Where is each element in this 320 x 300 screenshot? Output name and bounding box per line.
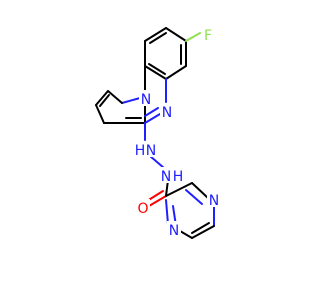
label-background: [201, 26, 215, 42]
bond-carbonyl: [148, 195, 167, 207]
label-background: [139, 90, 153, 106]
bond: [107, 90, 123, 104]
label-background: [160, 103, 174, 119]
label-background: [160, 167, 186, 183]
pyrazine-n-bottom-label: N: [169, 223, 179, 239]
bond: [165, 199, 169, 225]
bond: [149, 32, 167, 44]
bond-fluorine: [185, 32, 201, 42]
bond: [191, 225, 215, 239]
bond: [165, 65, 187, 80]
atom-labels: F N N H N N H O N N: [134, 26, 221, 239]
hydrazine-n-label: N: [146, 143, 156, 159]
bond: [144, 107, 159, 117]
amide-n-label: N: [161, 169, 171, 185]
bond: [179, 230, 193, 239]
nitrogen-pyrrole-label: N: [141, 92, 151, 108]
label-background: [207, 191, 221, 207]
fluorine-label: F: [204, 28, 212, 44]
bond: [95, 104, 105, 124]
bonds: [95, 27, 215, 239]
label-background: [136, 199, 150, 215]
bond: [144, 65, 167, 80]
bond: [148, 63, 166, 75]
hydrazine-h-label: H: [135, 143, 146, 159]
label-background: [134, 141, 160, 157]
bond: [95, 90, 109, 106]
bond: [144, 27, 167, 42]
bond: [185, 189, 203, 205]
bond: [191, 182, 209, 199]
bond: [191, 222, 210, 234]
molecule-structure-diagram: F N N H N N H O N N: [95, 26, 221, 239]
bond: [99, 94, 110, 107]
bond: [165, 27, 187, 42]
bond: [165, 182, 193, 197]
bond: [149, 155, 165, 169]
nitrogen-ring-label: N: [162, 105, 172, 121]
label-background: [167, 221, 181, 237]
amide-h-label: H: [173, 169, 184, 185]
pyrazine-n-top-label: N: [209, 193, 219, 209]
bond: [144, 113, 161, 124]
oxygen-label: O: [137, 201, 148, 217]
bond: [121, 97, 141, 104]
